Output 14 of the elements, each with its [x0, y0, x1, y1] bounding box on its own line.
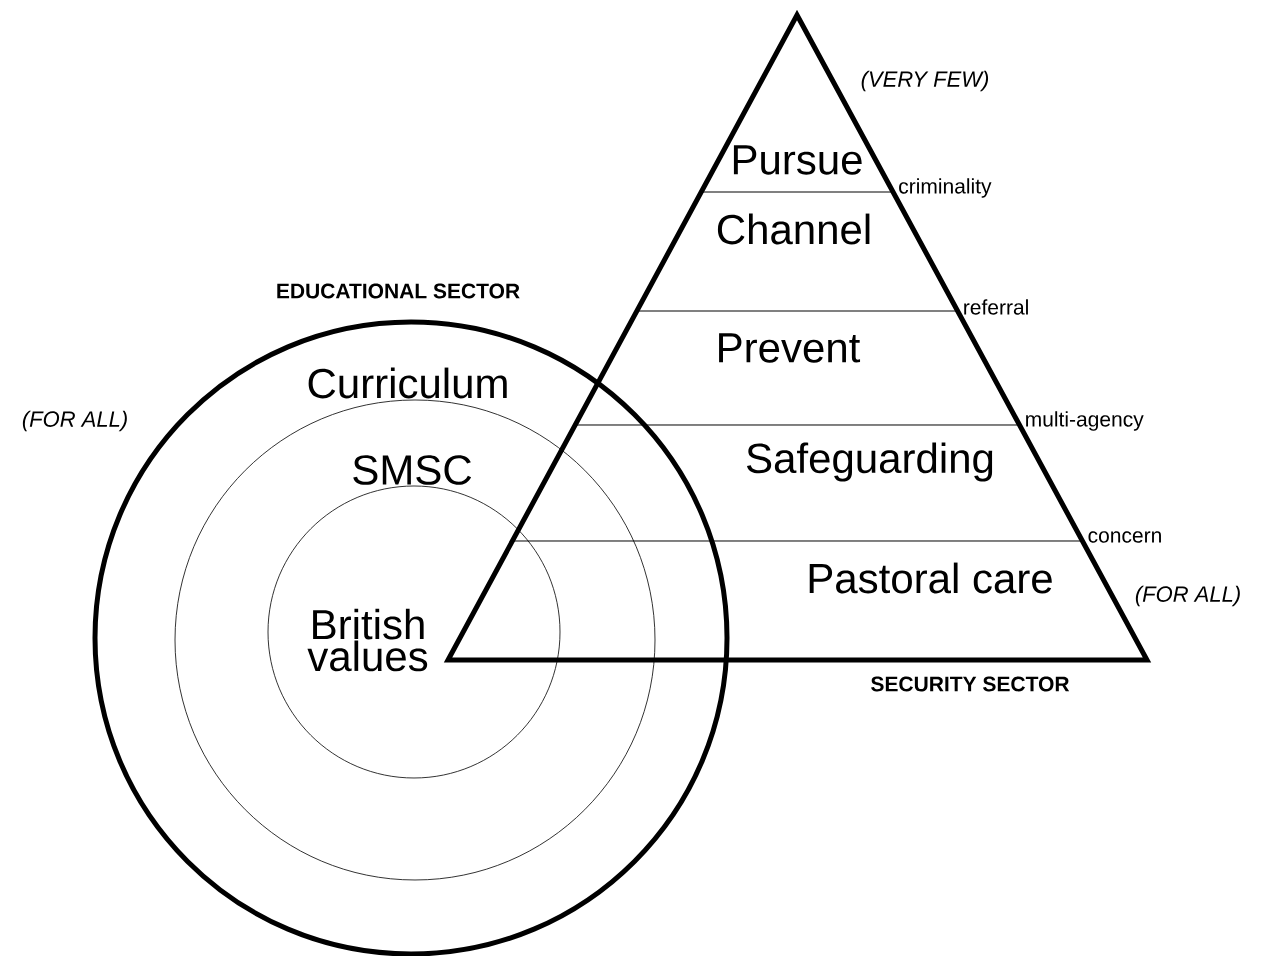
level-label: multi-agency — [1026, 411, 1144, 431]
band-label: Pastoral care — [809, 562, 1052, 594]
band-label: Prevent — [719, 333, 861, 363]
band-label: Pursue — [733, 145, 862, 175]
note: (FOR ALL) — [22, 410, 127, 432]
note: (VERY FEW) — [861, 70, 989, 92]
node-label: EDUCATIONAL SECTOR — [277, 283, 520, 299]
band-label: Safeguarding — [747, 442, 993, 482]
level-label: concern — [1088, 531, 1161, 543]
band-label: Channel — [717, 213, 870, 245]
node-label: SECURITY SECTOR — [871, 676, 1070, 692]
level-label: referral — [964, 299, 1028, 315]
note: (FOR ALL) — [1135, 585, 1240, 607]
level-label: criminality — [899, 178, 992, 198]
